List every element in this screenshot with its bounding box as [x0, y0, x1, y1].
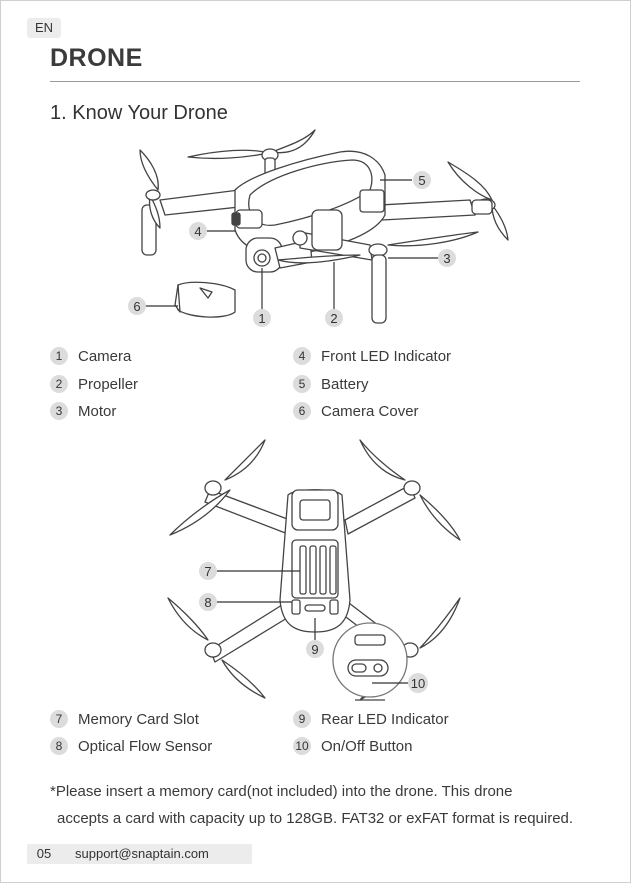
zoom-inset — [333, 623, 407, 700]
page-number: 05 — [27, 844, 61, 864]
legend-item: 7 Memory Card Slot — [50, 710, 199, 728]
legend-item: 5 Battery — [293, 375, 369, 393]
legend-item: 4 Front LED Indicator — [293, 347, 451, 365]
legend-item: 9 Rear LED Indicator — [293, 710, 449, 728]
callout-7: 7 — [204, 564, 211, 579]
legend-number: 4 — [293, 347, 311, 365]
legend-label: Camera Cover — [321, 403, 419, 420]
callout-1: 1 — [258, 311, 265, 326]
legend-item: 8 Optical Flow Sensor — [50, 737, 212, 755]
legend-label: Optical Flow Sensor — [78, 738, 212, 755]
callout-10: 10 — [411, 676, 425, 691]
legend-number: 5 — [293, 375, 311, 393]
callout-6: 6 — [133, 299, 140, 314]
callout-2: 2 — [330, 311, 337, 326]
note-line-1: *Please insert a memory card(not include… — [50, 778, 610, 805]
legend-number: 6 — [293, 402, 311, 420]
support-email: support@snaptain.com — [75, 844, 209, 864]
legend-label: Memory Card Slot — [78, 711, 199, 728]
front-led — [232, 210, 262, 228]
camera-cover-illustration — [175, 282, 235, 317]
legend-label: Motor — [78, 403, 116, 420]
legend-number: 7 — [50, 710, 68, 728]
legend-number: 10 — [293, 737, 311, 755]
callout-3: 3 — [443, 251, 450, 266]
legend-label: Front LED Indicator — [321, 348, 451, 365]
callout-9: 9 — [311, 642, 318, 657]
callout-5: 5 — [418, 173, 425, 188]
callout-8: 8 — [204, 595, 211, 610]
legend-item: 2 Propeller — [50, 375, 138, 393]
legend-item: 3 Motor — [50, 402, 116, 420]
legend-label: Propeller — [78, 376, 138, 393]
legend-label: Battery — [321, 376, 369, 393]
legend-number: 2 — [50, 375, 68, 393]
note-line-2: accepts a card with capacity up to 128GB… — [50, 805, 610, 832]
legend-number: 3 — [50, 402, 68, 420]
legend-number: 9 — [293, 710, 311, 728]
legend-item: 10 On/Off Button — [293, 737, 412, 755]
legend-item: 1 Camera — [50, 347, 131, 365]
callout-4: 4 — [194, 224, 201, 239]
legend-label: Camera — [78, 348, 131, 365]
legend-item: 6 Camera Cover — [293, 402, 419, 420]
legend-number: 8 — [50, 737, 68, 755]
right-rear-arm — [380, 162, 508, 240]
front-right-arm — [278, 232, 478, 323]
legend-number: 1 — [50, 347, 68, 365]
memory-card-note: *Please insert a memory card(not include… — [50, 778, 610, 832]
legend-label: Rear LED Indicator — [321, 711, 449, 728]
legend-label: On/Off Button — [321, 738, 412, 755]
